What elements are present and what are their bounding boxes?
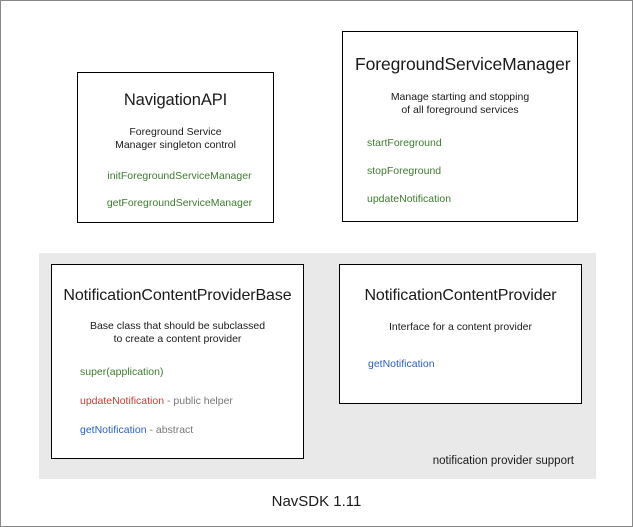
member-note: - abstract — [146, 424, 194, 436]
member-row[interactable]: getNotification — [368, 358, 571, 371]
member-name: startForeground — [367, 137, 442, 149]
member-list-notification-content-provider-base: super(application) updateNotification - … — [60, 366, 295, 437]
member-name: updateNotification — [367, 193, 452, 205]
class-box-foreground-service-manager[interactable]: ForegroundServiceManager Manage starting… — [342, 31, 578, 222]
class-box-notification-content-provider[interactable]: NotificationContentProvider Interface fo… — [339, 264, 582, 404]
member-name: stopForeground — [367, 165, 442, 177]
class-description-navigation-api: Foreground Service Manager singleton con… — [88, 126, 263, 152]
member-row[interactable]: getForegroundServiceManager — [96, 197, 263, 210]
class-description-line: Base class that should be subclassed — [89, 320, 266, 332]
member-list-foreground-service-manager: startForeground stopForeground updateNot… — [355, 137, 565, 206]
class-description-line: Foreground Service — [129, 126, 222, 138]
class-title-notification-content-provider: NotificationContentProvider — [364, 287, 557, 304]
member-list-notification-content-provider: getNotification — [350, 358, 571, 371]
member-note: - public helper — [164, 395, 233, 407]
class-title-foreground-service-manager: ForegroundServiceManager — [355, 54, 571, 74]
member-row[interactable]: updateNotification - public helper — [80, 395, 295, 408]
class-title-notification-content-provider-base: NotificationContentProviderBase — [63, 287, 292, 304]
class-description-line: of all foreground services — [401, 104, 519, 116]
member-row[interactable]: updateNotification — [367, 193, 565, 206]
member-name: initForegroundServiceManager — [107, 170, 252, 182]
class-description-line: to create a content provider — [113, 333, 242, 345]
class-box-navigation-api[interactable]: NavigationAPI Foreground Service Manager… — [77, 72, 274, 223]
class-description-notification-content-provider: Interface for a content provider — [350, 321, 571, 334]
member-row[interactable]: getNotification - abstract — [80, 424, 295, 437]
group-label-notification-provider-support: notification provider support — [432, 455, 574, 467]
member-row[interactable]: super(application) — [80, 366, 295, 379]
class-description-line: Manager singleton control — [115, 139, 236, 151]
class-description-line: Interface for a content provider — [389, 321, 532, 333]
member-name: getNotification — [80, 424, 147, 436]
class-description-foreground-service-manager: Manage starting and stopping of all fore… — [355, 91, 565, 117]
class-description-notification-content-provider-base: Base class that should be subclassed to … — [60, 320, 295, 346]
member-row[interactable]: startForeground — [367, 137, 565, 150]
member-name: super(application) — [80, 366, 164, 378]
diagram-footer-caption: NavSDK 1.11 — [271, 493, 362, 510]
member-list-navigation-api: initForegroundServiceManager getForegrou… — [88, 170, 263, 210]
member-name: getNotification — [368, 358, 435, 370]
class-title-navigation-api: NavigationAPI — [123, 91, 228, 109]
class-description-line: Manage starting and stopping — [390, 91, 530, 103]
member-row[interactable]: stopForeground — [367, 165, 565, 178]
class-box-notification-content-provider-base[interactable]: NotificationContentProviderBase Base cla… — [51, 264, 304, 459]
member-name: getForegroundServiceManager — [106, 197, 253, 209]
member-name: updateNotification — [80, 395, 165, 407]
member-row[interactable]: initForegroundServiceManager — [96, 170, 263, 183]
